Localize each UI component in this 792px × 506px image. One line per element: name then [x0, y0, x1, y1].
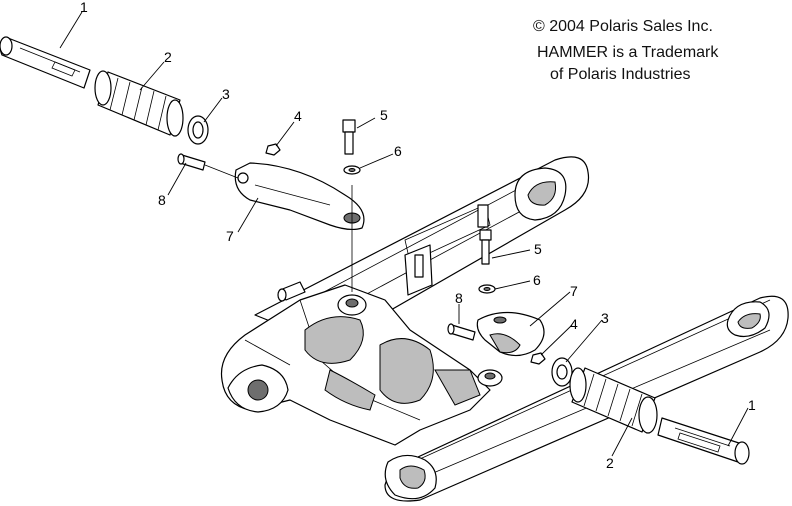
callout-4-upper: 4 — [294, 108, 302, 124]
callout-2-upper: 2 — [164, 49, 172, 65]
callout-1-upper: 1 — [80, 0, 88, 15]
callout-8-lower: 8 — [455, 290, 463, 306]
copyright-line-1: © 2004 Polaris Sales Inc. — [533, 18, 713, 35]
swingarm-frame — [220, 156, 789, 502]
lower-exploded-parts — [447, 229, 750, 465]
callout-5-lower: 5 — [534, 241, 542, 257]
upper-exploded-parts — [0, 36, 365, 292]
callout-6-upper: 6 — [394, 143, 402, 159]
callout-3-upper: 3 — [222, 86, 230, 102]
callout-8-upper: 8 — [158, 192, 166, 208]
trademark-line-1: HAMMER is a Trademark — [537, 44, 719, 61]
callout-6-lower: 6 — [533, 272, 541, 288]
trademark-line-2: of Polaris Industries — [550, 66, 691, 83]
callout-7-lower: 7 — [570, 283, 578, 299]
callout-5-upper: 5 — [380, 107, 388, 123]
callout-2-lower: 2 — [606, 455, 614, 471]
callout-4-lower: 4 — [570, 316, 578, 332]
callout-3-lower: 3 — [601, 310, 609, 326]
callout-7-upper: 7 — [226, 228, 234, 244]
callout-1-lower: 1 — [748, 397, 756, 413]
callout-numbers: 1 2 3 4 5 6 8 7 5 6 7 8 4 3 1 2 — [80, 0, 756, 471]
callout-leaders — [59, 11, 749, 457]
